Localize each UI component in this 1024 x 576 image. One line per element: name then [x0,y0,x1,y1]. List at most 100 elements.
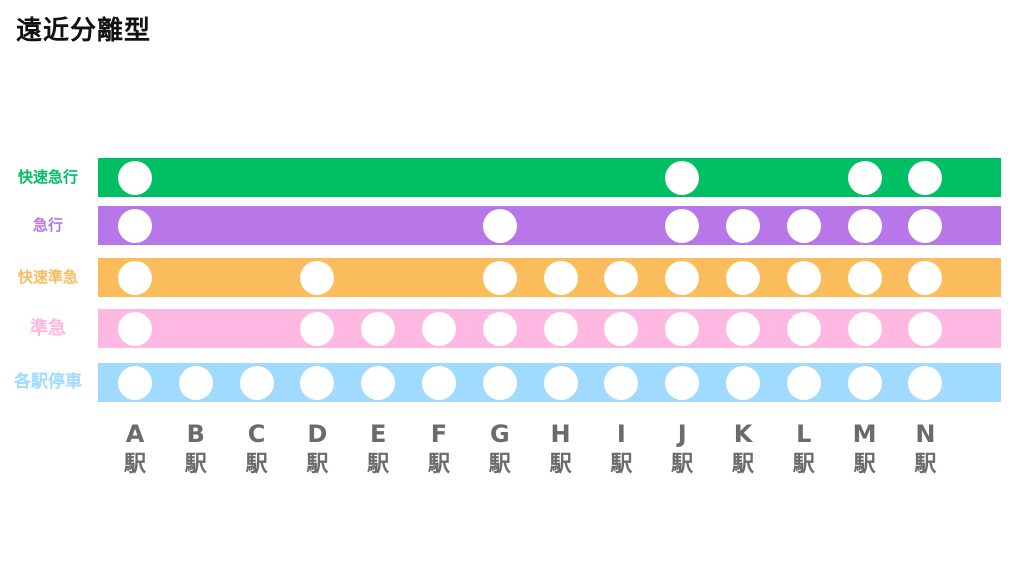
station-suffix: 駅 [367,452,390,477]
station-suffix: 駅 [184,452,207,477]
stop-circle-l [786,260,821,295]
stop-circle-g [482,260,517,295]
station-letter: N [915,420,936,448]
stop-circle-n [908,311,943,346]
stop-circle-m [847,311,882,346]
stop-circle-a [118,160,152,195]
stop-circle-k [726,260,760,295]
station-letter: L [796,420,812,448]
page-title: 遠近分離型 [16,16,152,46]
stop-circle-d [300,311,335,346]
station-letter: E [369,420,387,448]
station-suffix: 駅 [488,452,511,477]
service-label: 準急 [30,318,66,339]
stop-circle-k [726,311,760,346]
station-suffix: 駅 [549,452,572,477]
station-suffix: 駅 [123,452,146,477]
stop-circle-e [361,365,396,400]
stop-circle-b [178,365,213,400]
station-letter: K [733,420,753,448]
stop-circle-f [422,311,456,346]
stop-circle-a [118,260,152,295]
service-row: 急行 [0,206,1024,245]
station-suffix: 駅 [245,452,268,477]
station-suffix: 駅 [427,452,450,477]
stop-circle-m [847,260,882,295]
stop-circle-j [665,365,700,400]
stop-circle-k [726,365,760,400]
service-label: 快速準急 [17,268,78,286]
service-label: 各駅停車 [14,372,82,392]
stop-circle-n [908,208,943,243]
stop-circle-m [847,365,882,400]
station-suffix: 駅 [853,452,876,477]
stop-circle-m [847,160,882,195]
stop-circle-a [118,311,152,346]
station-suffix: 駅 [610,452,633,477]
station-letter: I [616,420,626,448]
station-letter: D [307,420,328,448]
stop-circle-n [908,260,943,295]
stop-circle-n [908,160,943,195]
stop-circle-f [422,365,456,400]
stop-circle-d [300,260,335,295]
stop-circle-g [482,311,517,346]
stop-circle-i [604,260,639,295]
station-letter: J [677,420,687,448]
stop-circle-l [786,208,821,243]
station-suffix: 駅 [914,452,937,477]
station-suffix: 駅 [792,452,815,477]
stop-circle-k [726,208,760,243]
station-letter: A [125,420,145,448]
stop-circle-e [361,311,396,346]
stop-circle-a [118,365,152,400]
station-suffix: 駅 [306,452,329,477]
station-letter: M [852,420,877,448]
stop-circle-j [665,208,700,243]
stop-circle-c [239,365,274,400]
stop-circle-a [118,208,152,243]
service-row: 快速急行 [0,158,1024,197]
stop-circle-h [543,365,578,400]
station-letter: F [430,420,448,448]
service-row: 各駅停車 [0,363,1024,402]
station-letter: C [247,420,266,448]
station-suffix: 駅 [731,452,754,477]
station-suffix: 駅 [671,452,694,477]
stop-circle-i [604,365,639,400]
service-row: 快速準急 [0,258,1024,297]
stop-circle-j [665,160,700,195]
stop-circle-g [482,208,517,243]
service-label: 快速急行 [17,168,78,186]
stop-circle-l [786,365,821,400]
station-letter: G [489,420,510,448]
stop-circle-d [300,365,335,400]
stop-circle-j [665,311,700,346]
service-label: 急行 [32,216,63,234]
stop-circle-g [482,365,517,400]
station-letter: B [186,420,205,448]
station-letter: H [550,420,571,448]
stop-circle-i [604,311,639,346]
stop-circle-m [847,208,882,243]
service-row: 準急 [0,309,1024,348]
stop-circle-h [543,311,578,346]
stop-circle-h [543,260,578,295]
stop-circle-j [665,260,700,295]
stop-circle-l [786,311,821,346]
stop-circle-n [908,365,943,400]
